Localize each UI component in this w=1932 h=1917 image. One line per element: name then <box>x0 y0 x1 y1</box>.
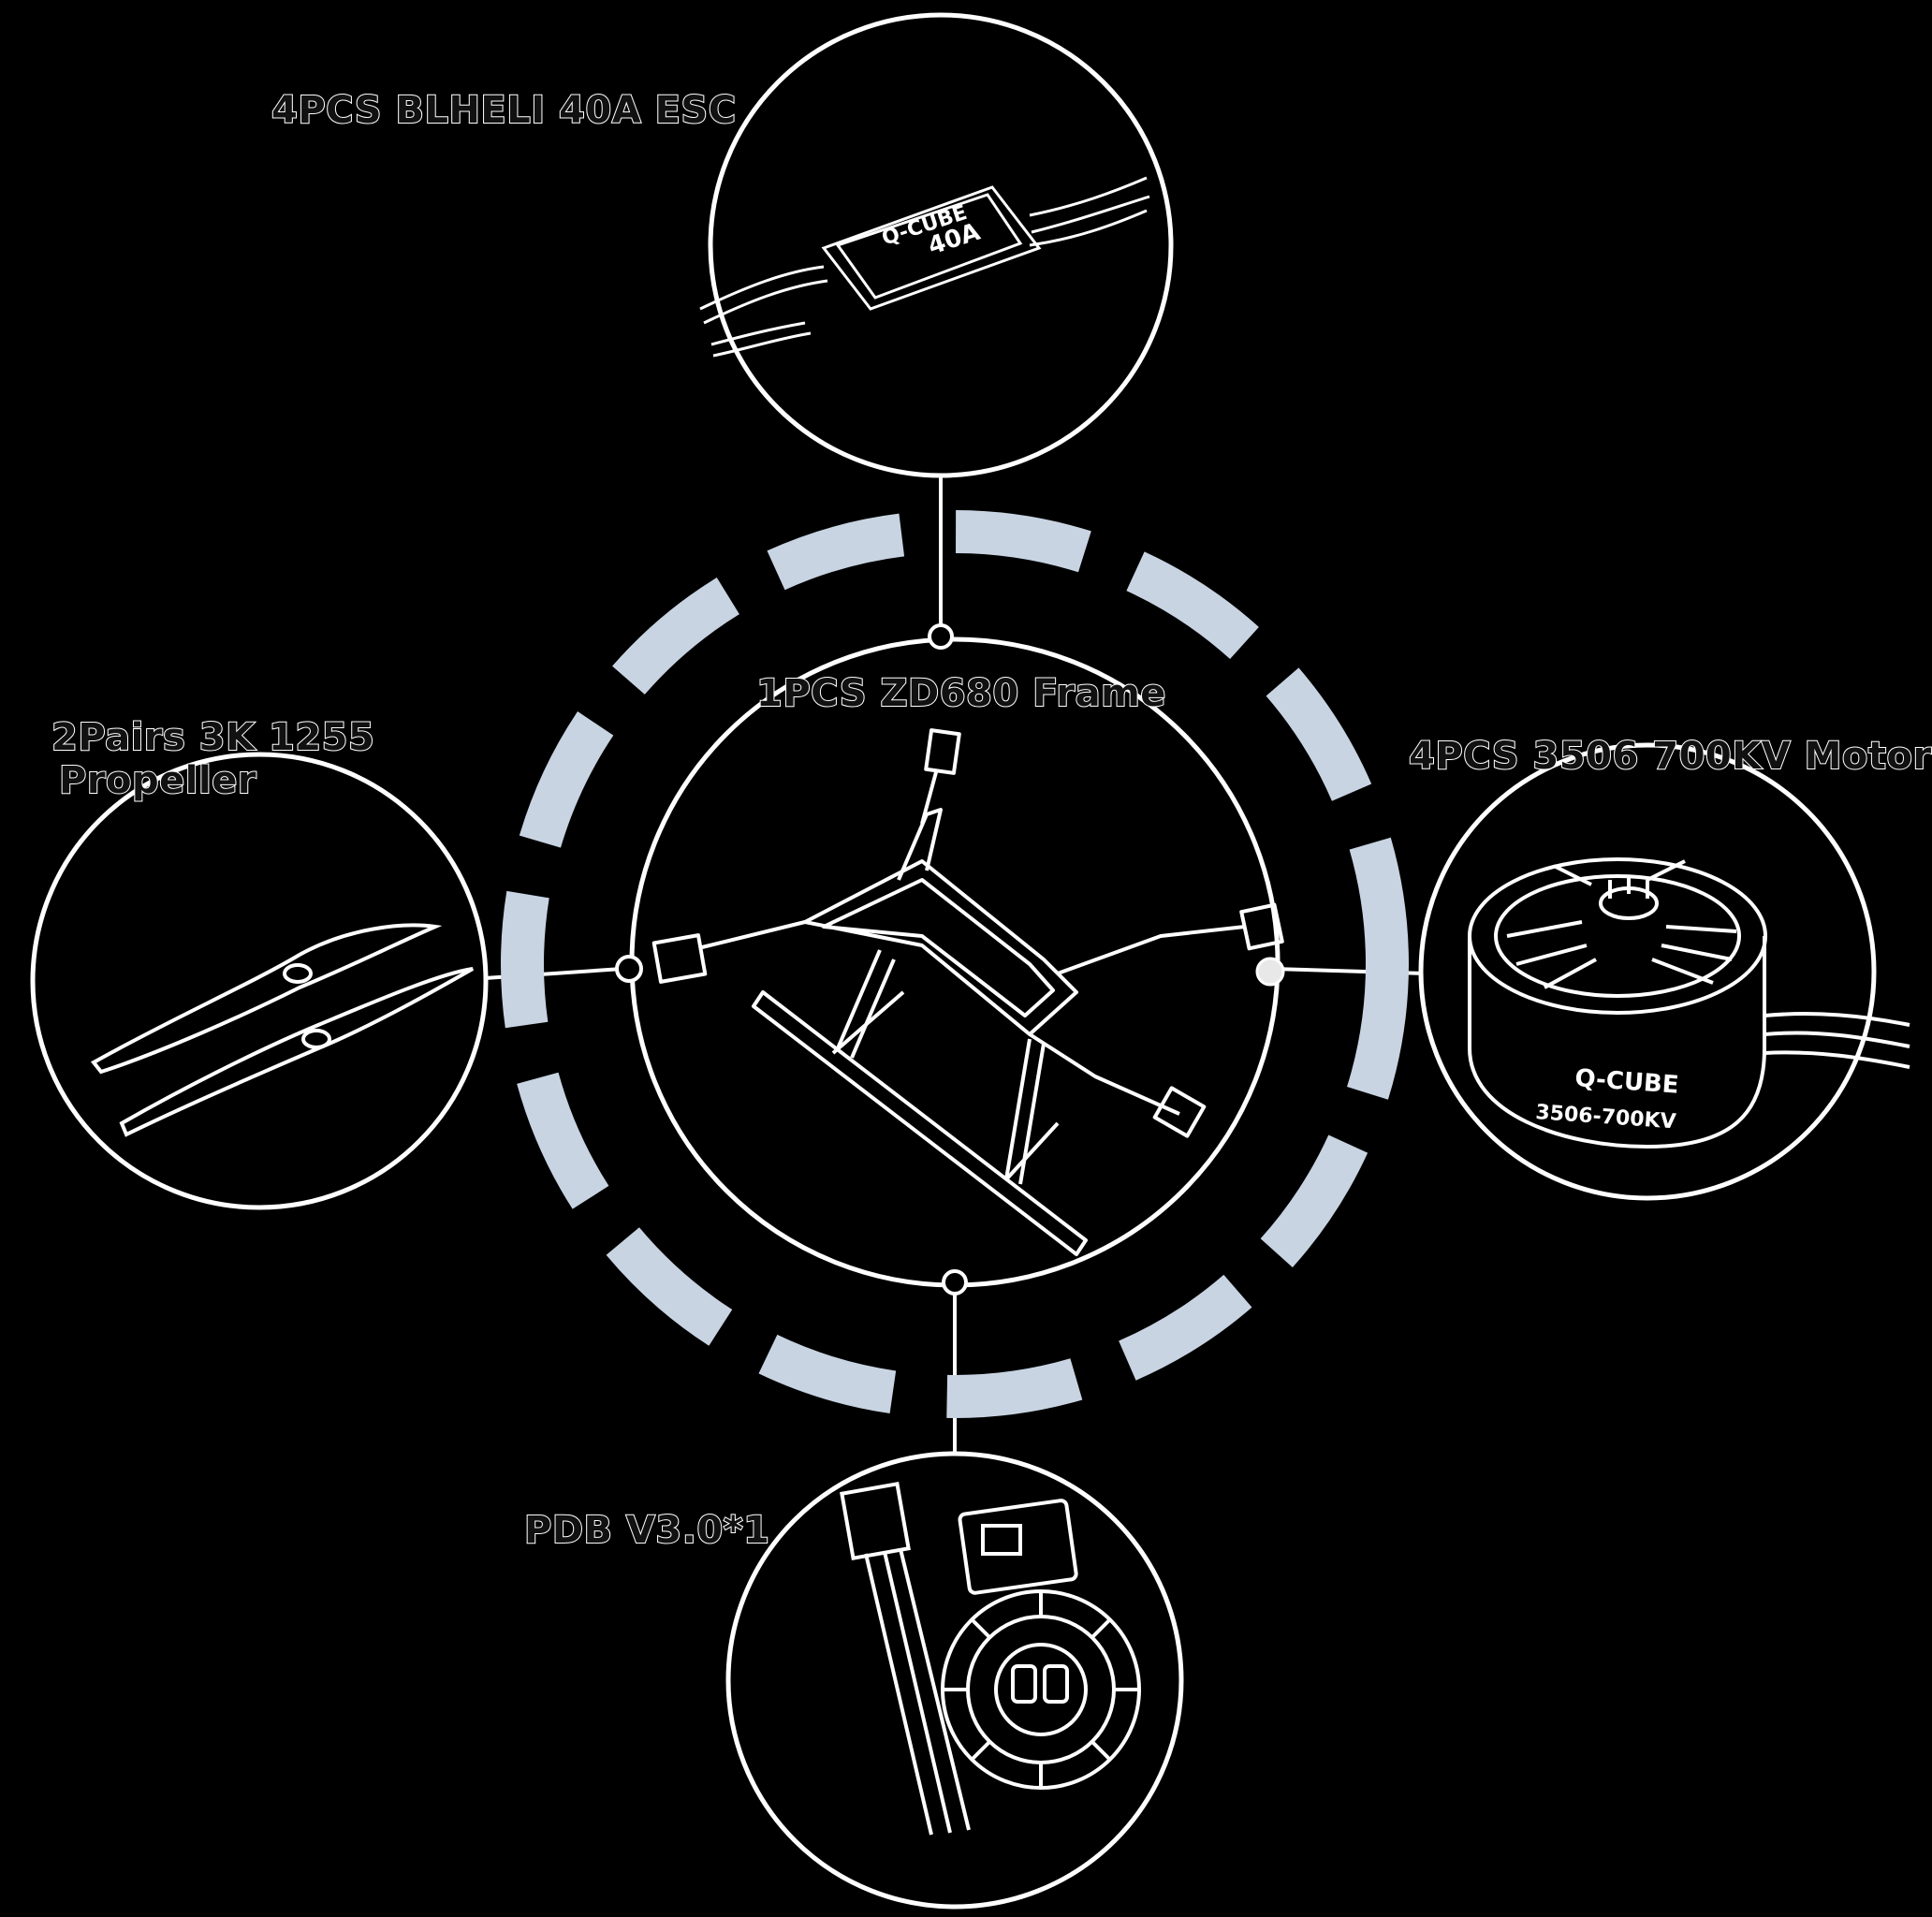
motor-detail: Q-CUBE 3506-700KV <box>1418 742 1910 1201</box>
esc-detail: Q-CUBE 40A <box>699 12 1174 478</box>
esc-label: 4PCS BLHELI 40A ESC <box>271 88 737 133</box>
dot-top <box>928 623 954 650</box>
propeller-label: 2Pairs 3K 1255 Propeller <box>51 715 375 803</box>
propeller-label-line1: 2Pairs 3K 1255 <box>51 715 375 760</box>
pdb-circle <box>725 1451 1184 1910</box>
pdb-detail <box>725 1451 1184 1910</box>
dot-bottom <box>942 1269 968 1295</box>
drone-frame-icon <box>651 728 1284 1256</box>
propeller-icon <box>90 923 474 1137</box>
propeller-circle <box>30 752 489 1210</box>
pdb-label: PDB V3.0*1 <box>523 1508 770 1553</box>
dot-right <box>1255 957 1285 987</box>
propeller-label-line2: Propeller <box>58 758 257 803</box>
dashed-ring <box>501 510 1409 1418</box>
frame-label: 1PCS ZD680 Frame <box>755 671 1166 716</box>
pdb-icon <box>840 1482 1141 1836</box>
motor-label: 4PCS 3506 700KV Motor <box>1408 734 1932 779</box>
dot-left <box>615 955 643 983</box>
connector-dots <box>615 623 1285 1295</box>
propeller-detail <box>30 752 489 1210</box>
esc-circle <box>708 12 1174 478</box>
